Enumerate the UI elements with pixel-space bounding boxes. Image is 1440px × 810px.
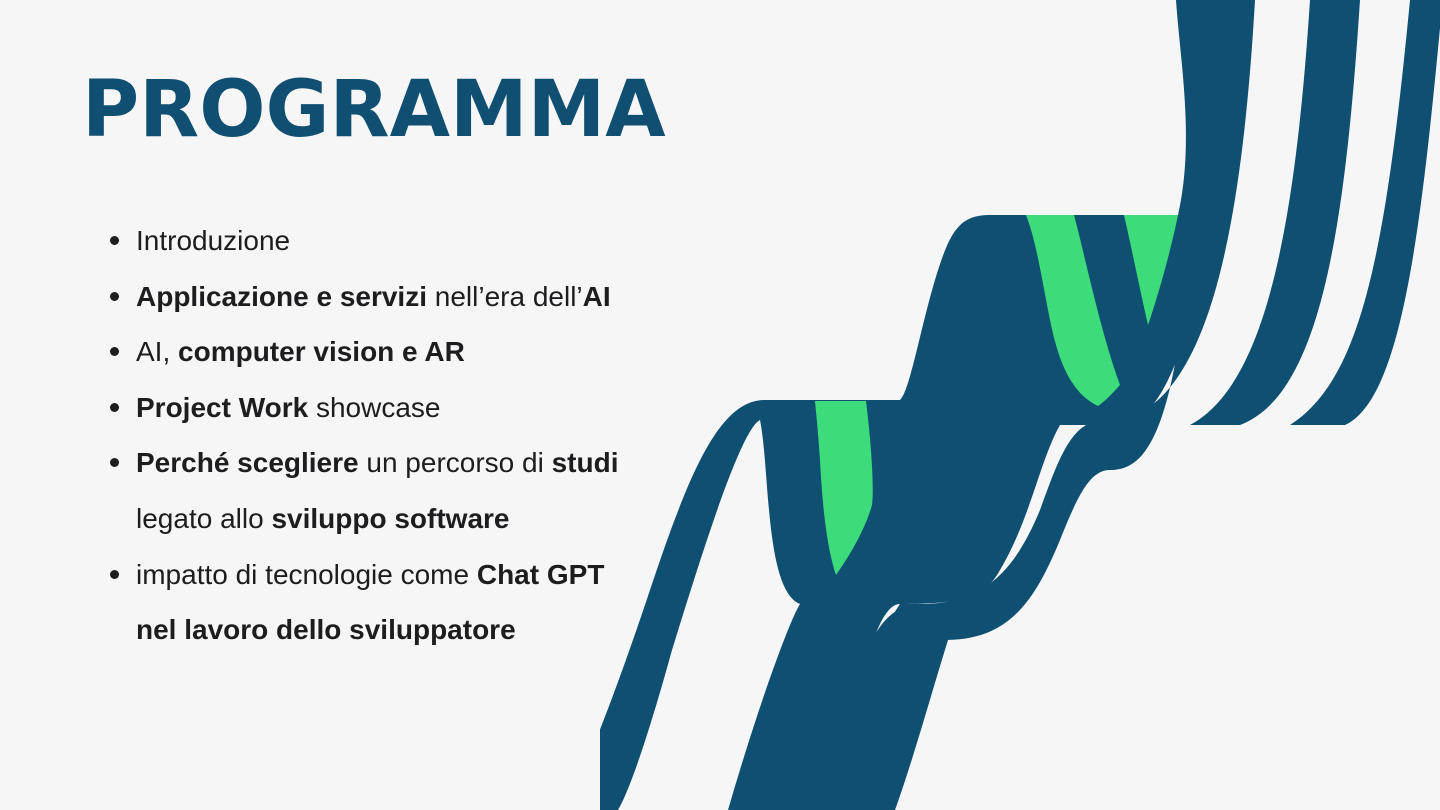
agenda-text-bold: Chat GPT <box>476 558 605 590</box>
agenda-text-bold: Perché scegliere <box>136 447 359 479</box>
agenda-text-bold: Project Work <box>136 391 309 423</box>
agenda-text-bold: nel lavoro dello sviluppatore <box>136 614 516 646</box>
agenda-text-bold: AI <box>582 280 611 312</box>
ribbon-accent-upper-2 <box>1124 215 1178 325</box>
agenda-text: nell’era dell’ <box>427 280 583 312</box>
wave-ribbons-graphic <box>600 0 1440 810</box>
agenda-text-bold: Applicazione e servizi <box>136 280 427 312</box>
agenda-text: Introduzione <box>136 225 291 256</box>
ribbon-accent-upper <box>1026 215 1120 406</box>
agenda-text: showcase <box>308 391 441 423</box>
agenda-text-bold: sviluppo software <box>271 502 510 534</box>
agenda-item: impatto di tecnologie come Chat GPT nel l… <box>108 547 708 658</box>
ribbon-accent-lower <box>815 401 873 575</box>
ribbon-1b <box>828 604 960 810</box>
agenda-text: un percorso di <box>358 447 552 479</box>
agenda-text: legato allo <box>136 502 272 534</box>
agenda-text: impatto di tecnologie come <box>136 558 477 590</box>
agenda-item: Applicazione e servizi nell’era dell’AI <box>108 269 708 325</box>
ribbon-3 <box>1190 0 1360 425</box>
agenda-text-bold: computer vision e AR <box>178 336 465 368</box>
slide-title: PROGRAMMA <box>82 65 666 155</box>
agenda-item: AI, computer vision e AR <box>108 324 708 380</box>
agenda-item: Perché scegliere un percorso di studi leg… <box>108 435 708 546</box>
ribbon-1 <box>600 0 1230 810</box>
agenda-item: Project Work showcase <box>108 380 708 436</box>
agenda-item: Introduzione <box>108 213 708 269</box>
agenda-text-bold: studi <box>551 447 619 479</box>
ribbon-4 <box>1290 0 1440 425</box>
agenda-text: AI, <box>136 336 179 368</box>
